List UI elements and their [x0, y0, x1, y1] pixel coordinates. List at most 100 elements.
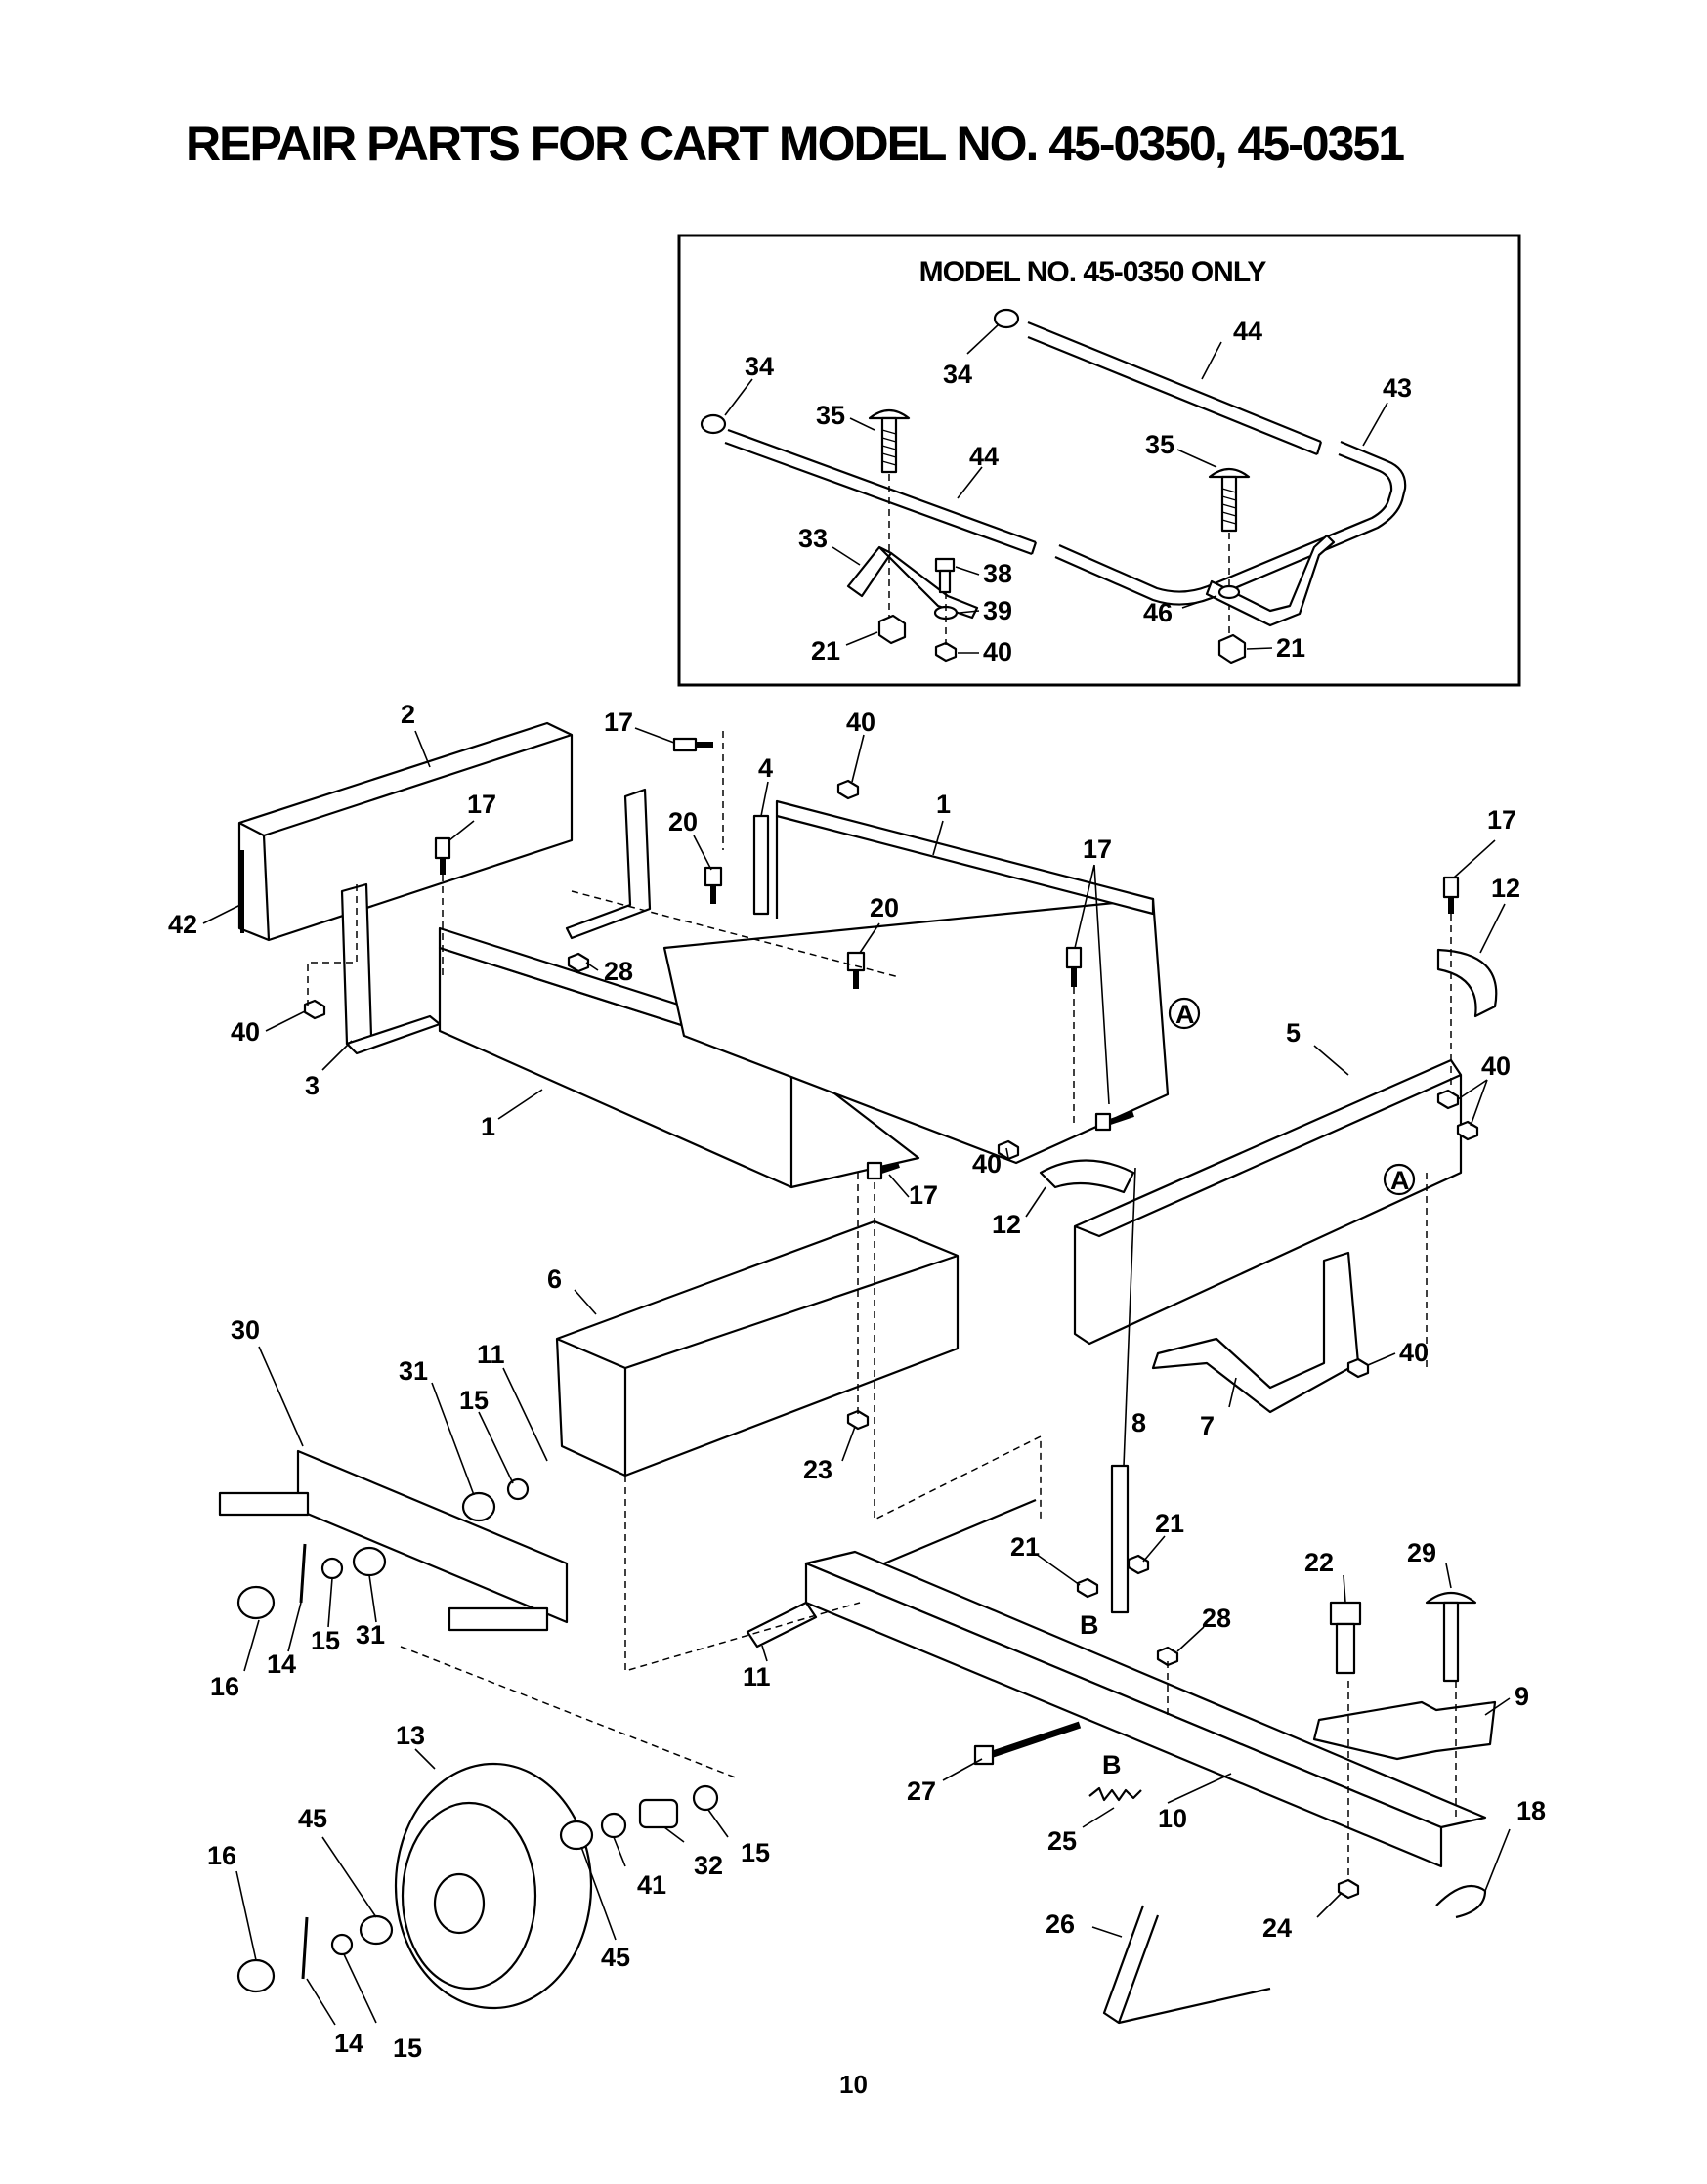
callout-label: 40 [983, 637, 1012, 666]
callout-label: 34 [943, 360, 972, 389]
nut-40-lower [1346, 1357, 1370, 1379]
callout-label: 44 [969, 442, 999, 471]
callout-label: 21 [1010, 1532, 1040, 1562]
callout-label: 35 [1145, 430, 1174, 459]
reference-mark-label: B [1080, 1610, 1099, 1640]
inset-title: MODEL NO. 45-0350 ONLY [919, 256, 1267, 288]
inset-panel: MODEL NO. 45-0350 ONLY [677, 234, 1521, 687]
callout-label: 17 [1083, 835, 1112, 864]
callout-label: 11 [743, 1662, 771, 1692]
callout-label: 45 [601, 1943, 630, 1972]
plate-12-upper [1436, 948, 1498, 1018]
bolt-22 [1329, 1601, 1362, 1675]
callout-label: 1 [481, 1112, 495, 1141]
nut-40-right-a [1436, 1089, 1460, 1110]
nut-21-right [1217, 633, 1247, 664]
reference-mark-a-upper [1168, 997, 1201, 1030]
callout-label: 40 [846, 707, 875, 737]
tailgate-2 [237, 721, 574, 942]
callout-label: 30 [231, 1315, 260, 1345]
callout-label: 5 [1286, 1018, 1301, 1048]
washer-15-c [692, 1784, 719, 1812]
callout-label: 15 [459, 1386, 489, 1415]
assembly-lines [307, 731, 1457, 1881]
callout-label: 7 [1200, 1411, 1215, 1440]
bracket-8 [1110, 1464, 1130, 1614]
axle-11 [746, 1601, 818, 1649]
tray-panel-1-rear [662, 799, 1170, 1165]
washer-46 [1217, 584, 1241, 600]
callout-label: 41 [637, 1870, 666, 1900]
callout-label: 40 [1399, 1338, 1429, 1367]
callout-label: 40 [972, 1149, 1002, 1178]
nut-24 [1337, 1878, 1360, 1900]
callout-label: 42 [168, 910, 197, 939]
washer-15-b [320, 1557, 344, 1580]
callout-label: 45 [298, 1804, 327, 1833]
wheel-13 [394, 1762, 593, 2010]
cotter-pin-14-upper [299, 1543, 307, 1604]
callout-label: 24 [1262, 1913, 1292, 1943]
callout-label: 31 [399, 1356, 428, 1386]
washer-15-a [506, 1477, 530, 1501]
bracket-4 [752, 814, 770, 916]
u-handle-43 [1054, 440, 1407, 606]
nut-40-left [303, 999, 326, 1020]
callout-label: 2 [401, 700, 415, 729]
bracket-33-right [1205, 534, 1336, 627]
handle-26 [1102, 1905, 1271, 2025]
callout-label: 33 [798, 524, 828, 553]
axle-bar-30 [218, 1449, 569, 1632]
nut-21-left [877, 614, 907, 645]
reference-mark-label: A [1390, 1166, 1410, 1195]
hitch-9 [1312, 1700, 1497, 1761]
frame-6 [555, 1220, 960, 1477]
callout-label: 3 [305, 1071, 320, 1100]
nut-40-right-b [1456, 1120, 1479, 1141]
bolt-17-group [434, 737, 1460, 1180]
tongue-10 [804, 1550, 1487, 1868]
callout-label: 12 [1491, 874, 1520, 903]
callout-label: 21 [1155, 1509, 1184, 1538]
page-number: 10 [839, 2070, 868, 2099]
end-cap-34-upper [993, 308, 1020, 329]
callout-label: 18 [1516, 1796, 1546, 1825]
callout-label: 17 [909, 1180, 938, 1210]
callout-label: 15 [741, 1838, 770, 1867]
callout-label: 25 [1047, 1826, 1077, 1856]
callout-label: 46 [1143, 598, 1173, 627]
callout-label: 26 [1046, 1909, 1075, 1939]
clip-18 [1435, 1884, 1487, 1919]
nut-21-a [1076, 1577, 1099, 1599]
nut-40-top [836, 779, 860, 800]
callout-label: 21 [1276, 633, 1305, 663]
callout-label: 44 [1233, 317, 1262, 346]
callout-label: 22 [1304, 1548, 1334, 1577]
support-7 [1151, 1251, 1360, 1414]
callout-label: 6 [547, 1264, 562, 1294]
plate-12-lower [1039, 1159, 1135, 1194]
reference-mark-a-lower [1383, 1163, 1416, 1196]
hub-cap-16-lower [236, 1958, 276, 1993]
callout-labels: 2 17 40 4 1 17 20 17 17 12 42 20 28 40 3… [168, 700, 1546, 2063]
bracket-33-left [846, 545, 979, 620]
callout-label: 14 [267, 1649, 296, 1679]
callout-label: 43 [1383, 373, 1412, 403]
callout-label: 11 [477, 1340, 505, 1369]
callout-label: 17 [1487, 805, 1516, 835]
washer-15-d [330, 1933, 354, 1956]
nut-40 [934, 641, 958, 663]
callout-label: 10 [1158, 1804, 1187, 1833]
pin-29 [1425, 1591, 1477, 1683]
cotter-pin-14-lower [301, 1916, 309, 1980]
callout-label: 17 [467, 790, 496, 819]
washer-41 [600, 1812, 627, 1839]
callout-label: 12 [992, 1210, 1021, 1239]
callout-label: 8 [1131, 1408, 1146, 1437]
bearing-31-upper [461, 1491, 496, 1522]
callout-label: 28 [1202, 1604, 1231, 1633]
callout-label: 20 [668, 807, 698, 836]
leader-lines [202, 727, 1511, 2026]
callout-label: 38 [983, 559, 1012, 588]
